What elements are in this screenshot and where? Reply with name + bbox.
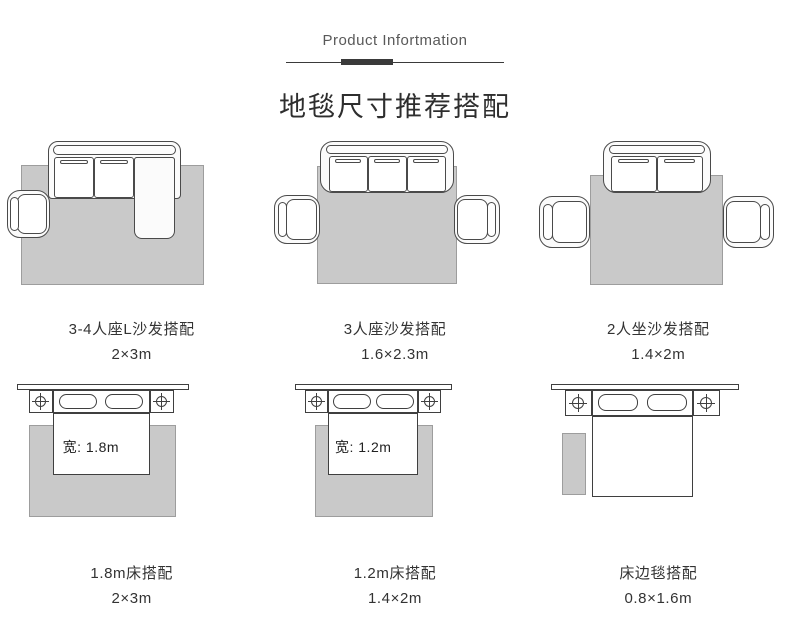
divider-thin-line xyxy=(286,62,504,63)
card-title: 1.2m床搭配 xyxy=(353,565,437,582)
card-size: 0.8×1.6m xyxy=(624,590,693,607)
armchair-backrest xyxy=(9,197,19,231)
pillow-right xyxy=(647,394,688,411)
cushion-seam xyxy=(618,159,650,163)
cushion-seam xyxy=(99,160,128,164)
lamp-icon-left xyxy=(31,393,49,410)
card-size: 2×3m xyxy=(111,590,152,607)
page-title: 地毯尺寸推荐搭配 xyxy=(279,92,511,122)
sofa-backrest xyxy=(325,145,448,154)
lamp-icon-left xyxy=(307,393,325,410)
eyebrow-text: Product Infortmation xyxy=(322,32,468,49)
card-caption: 1.8m床搭配 2×3m xyxy=(0,561,263,611)
lamp-icon-right xyxy=(152,393,170,410)
wall-line xyxy=(16,384,189,390)
card-sofa-2-seat: 2人坐沙发搭配 1.4×2m xyxy=(527,133,790,377)
lamp-icon-left xyxy=(569,394,588,412)
sofa-backrest xyxy=(52,145,176,155)
armchair-seat xyxy=(552,201,588,243)
card-title: 2人坐沙发搭配 xyxy=(607,321,710,338)
card-title: 3人座沙发搭配 xyxy=(343,321,447,338)
mattress xyxy=(327,413,418,475)
header-divider xyxy=(286,58,504,68)
card-caption: 3-4人座L沙发搭配 2×3m xyxy=(0,317,263,367)
bed-width-label: 宽: 1.8m xyxy=(62,439,120,455)
page-header: Product Infortmation 地毯尺寸推荐搭配 xyxy=(0,0,790,124)
pillow-right xyxy=(375,394,414,409)
cushion-seam xyxy=(59,160,88,164)
card-bed-180: 宽: 1.8m 1.8m床搭配 2×3m xyxy=(0,377,263,619)
card-size: 1.4×2m xyxy=(631,346,686,363)
cushion-seam xyxy=(373,159,400,163)
card-caption: 3人座沙发搭配 1.6×2.3m xyxy=(263,317,526,367)
card-size: 2×3m xyxy=(111,346,152,363)
card-size: 1.6×2.3m xyxy=(361,346,429,363)
card-sofa-3-seat: 3人座沙发搭配 1.6×2.3m xyxy=(263,133,526,377)
card-caption: 1.2m床搭配 1.4×2m xyxy=(263,561,526,611)
card-title: 1.8m床搭配 xyxy=(90,565,173,582)
rug-area xyxy=(562,433,587,495)
card-bedside-runner: 床边毯搭配 0.8×1.6m xyxy=(527,377,790,619)
diagram-bed-120: 宽: 1.2m xyxy=(270,377,520,555)
pillow-left xyxy=(332,394,371,409)
diagram-bed-180: 宽: 1.8m xyxy=(7,377,257,555)
lamp-icon-right xyxy=(420,393,438,410)
armchair-seat xyxy=(16,194,47,234)
diagram-grid: 3-4人座L沙发搭配 2×3m xyxy=(0,133,790,619)
pillow-left xyxy=(598,394,639,411)
diagram-l-sofa xyxy=(6,133,257,311)
card-l-sofa-3-4-seat: 3-4人座L沙发搭配 2×3m xyxy=(0,133,263,377)
card-caption: 2人坐沙发搭配 1.4×2m xyxy=(527,317,790,367)
card-title: 床边毯搭配 xyxy=(619,565,698,582)
armchair-seat xyxy=(456,199,488,240)
cushion-seam xyxy=(334,159,361,163)
pillow-right xyxy=(104,394,143,409)
diagram-sofa-3-seat xyxy=(270,133,520,311)
sofa-backrest xyxy=(609,145,706,154)
armchair-backrest xyxy=(277,202,287,237)
cushion-seam xyxy=(664,159,696,163)
wall-line xyxy=(551,384,740,390)
sofa-chaise xyxy=(133,157,175,239)
card-title: 3-4人座L沙发搭配 xyxy=(68,321,195,338)
lamp-icon-right xyxy=(697,394,716,412)
rug-area xyxy=(590,175,724,285)
card-caption: 床边毯搭配 0.8×1.6m xyxy=(527,561,790,611)
diagram-sofa-2-seat xyxy=(533,133,783,311)
pillow-left xyxy=(58,394,97,409)
mattress xyxy=(52,413,150,475)
armchair-seat xyxy=(285,199,317,240)
wall-line xyxy=(294,384,452,390)
card-bed-120: 宽: 1.2m 1.2m床搭配 1.4×2m xyxy=(263,377,526,619)
card-size: 1.4×2m xyxy=(367,590,423,607)
bed-width-label: 宽: 1.2m xyxy=(334,439,392,455)
armchair-backrest xyxy=(543,204,554,240)
armchair-backrest xyxy=(486,202,496,237)
armchair-backrest xyxy=(760,204,771,240)
armchair-seat xyxy=(726,201,762,243)
mattress xyxy=(592,416,694,497)
divider-accent-block xyxy=(341,59,393,65)
diagram-bedside-runner xyxy=(533,377,783,555)
cushion-seam xyxy=(412,159,439,163)
